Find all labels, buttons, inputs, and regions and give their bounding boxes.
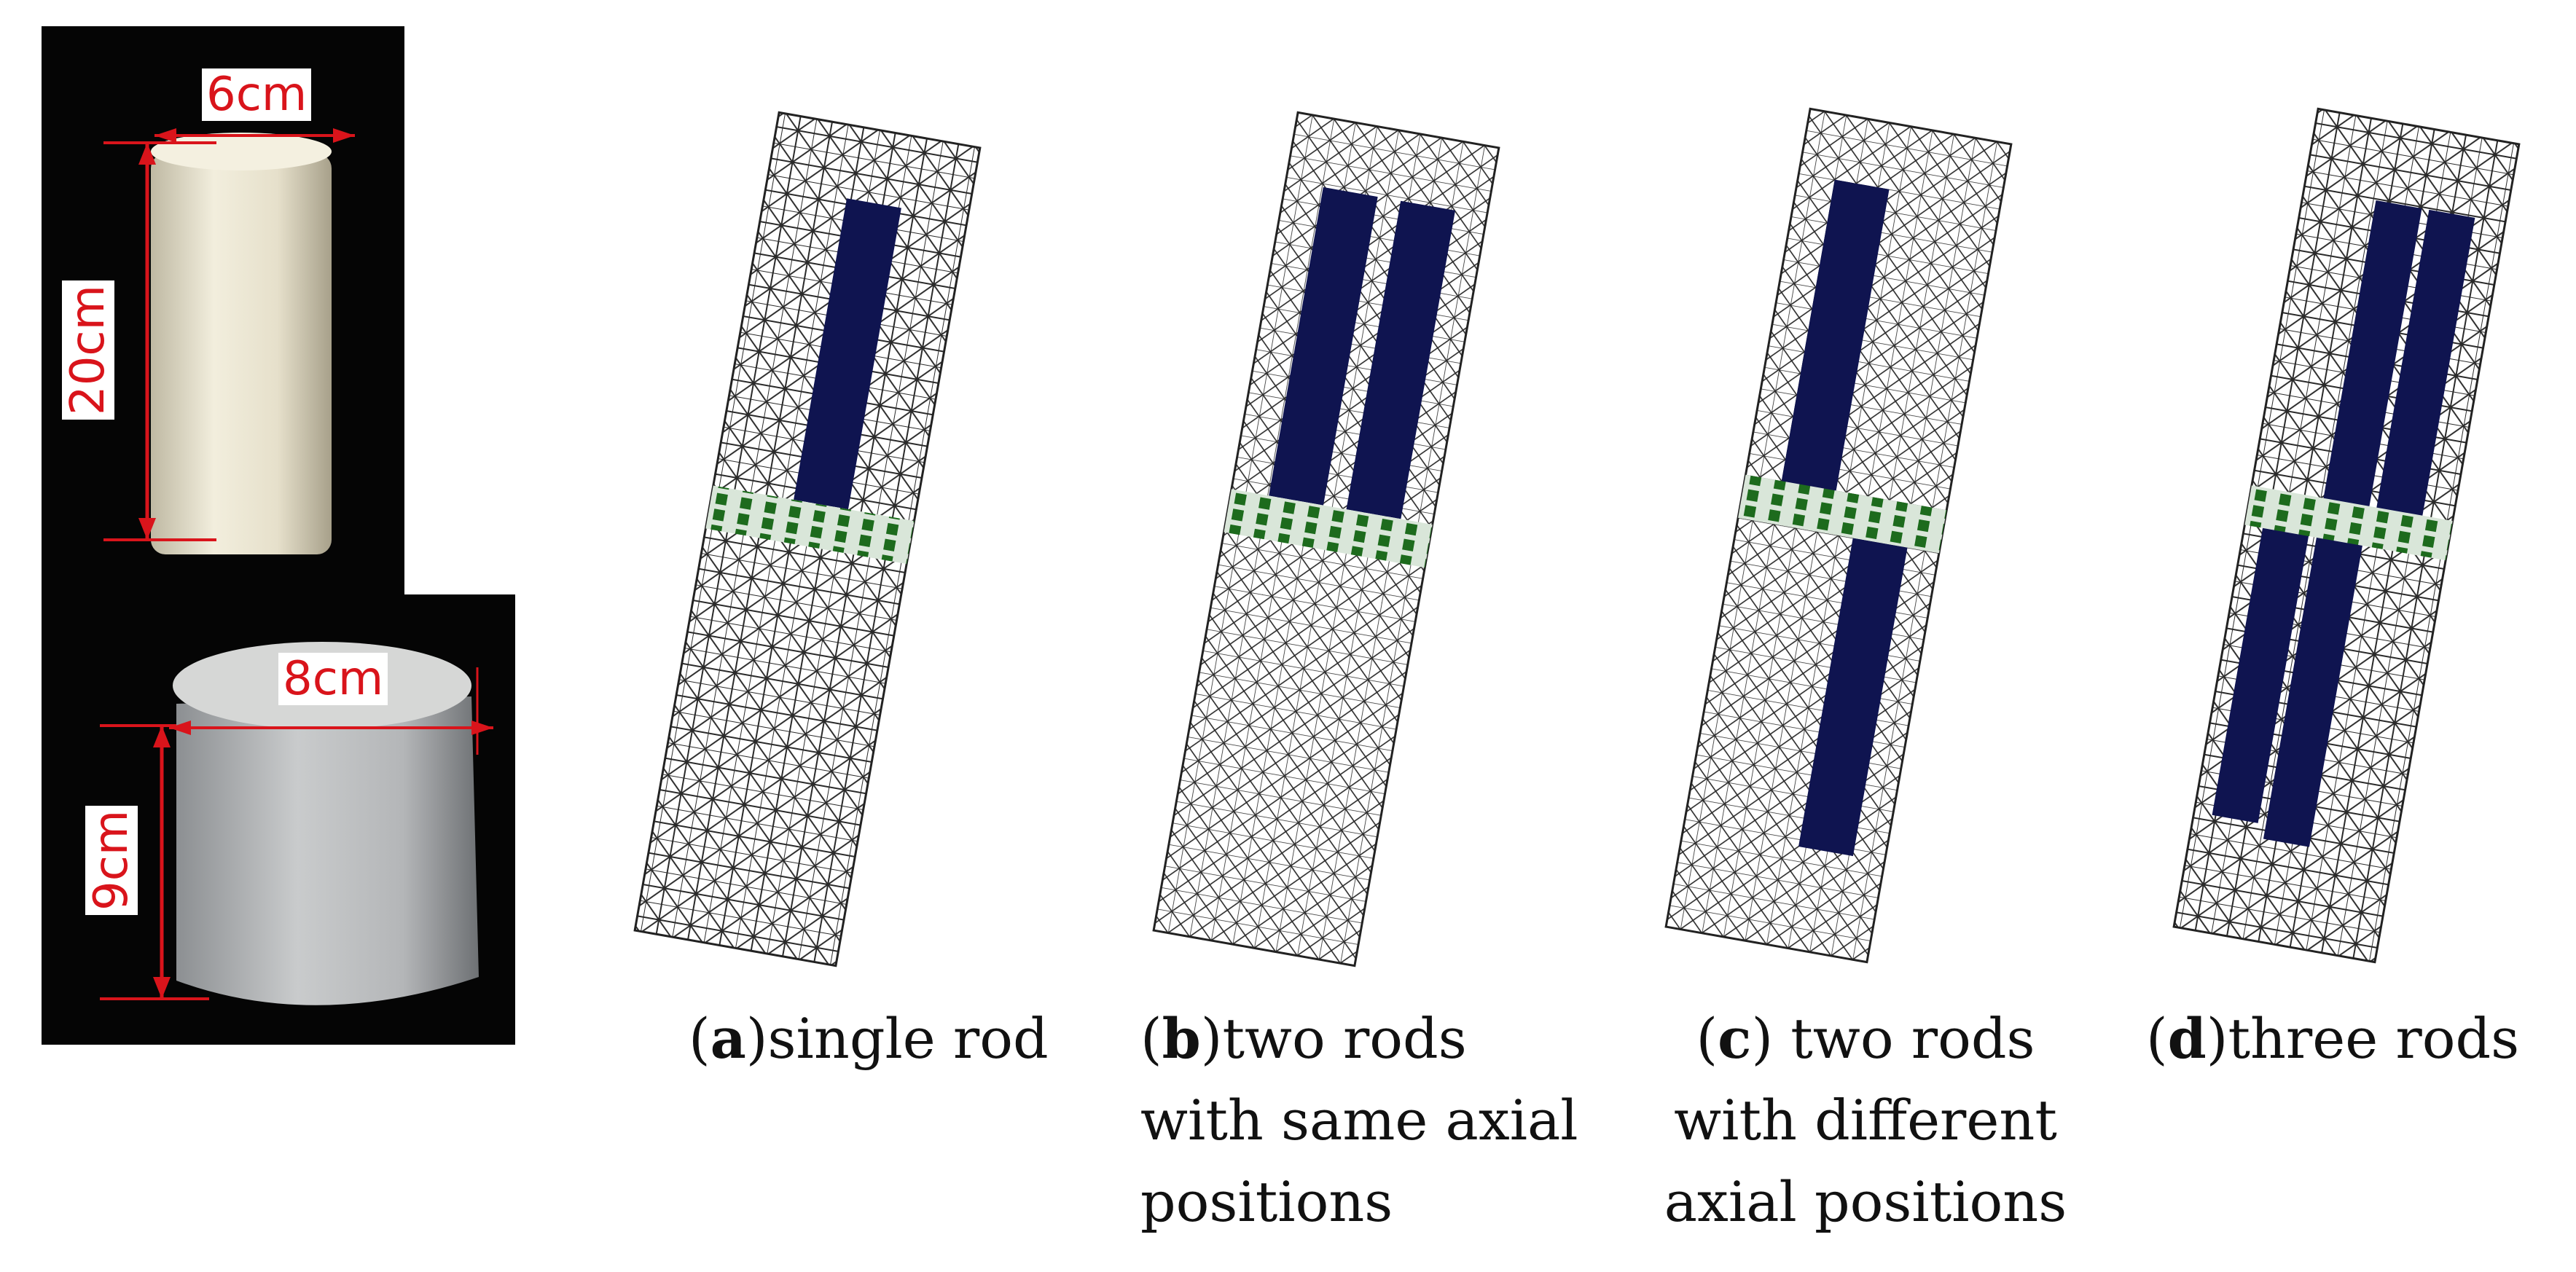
rod-a1 (794, 198, 901, 510)
rod-b1 (1269, 187, 1378, 506)
caption-d-text: )three rods (2206, 1006, 2520, 1071)
caption-b-line3: positions (1140, 1169, 1393, 1234)
cylinder-sample-photo: 8cm 9cm (42, 594, 515, 1045)
rod-sample-drawing (103, 128, 355, 554)
caption-a-text: )single rod (745, 1006, 1049, 1071)
interface-band-d (2244, 485, 2453, 561)
caption-b-text: )two rods (1200, 1006, 1467, 1071)
rod-d1 (2212, 499, 2314, 823)
interface-band-c (1738, 474, 1947, 554)
caption-d: (d)three rods (2146, 1006, 2520, 1071)
rod-c2 (1798, 538, 1908, 857)
caption-b-line2: with same axial (1140, 1088, 1578, 1153)
caption-c-line2: with different (1674, 1088, 2057, 1153)
cylinder-width-label: 8cm (278, 653, 388, 705)
model-d (2172, 107, 2521, 964)
rod-b2 (1346, 200, 1456, 519)
rod-body (151, 154, 332, 554)
caption-c-text: ) two rods (1751, 1006, 2035, 1071)
model-c (1664, 107, 2013, 964)
interface-band-a (705, 485, 915, 565)
caption-a: (a)single rod (689, 1006, 1049, 1071)
rod-d3 (2373, 209, 2475, 534)
caption-c-letter: c (1718, 1006, 1752, 1071)
caption-c-line3: axial positions (1664, 1169, 2067, 1234)
model-b (1152, 111, 1500, 967)
caption-a-letter: a (710, 1006, 746, 1071)
rod-sample-photo: 6cm 20cm (42, 26, 404, 594)
interface-band-b (1224, 489, 1433, 568)
finite-element-models (633, 107, 2521, 967)
rod-c1 (1780, 179, 1890, 498)
caption-d-letter: d (2167, 1006, 2207, 1071)
rod-width-label: 6cm (202, 68, 312, 121)
caption-b-letter: b (1162, 1006, 1201, 1071)
cylinder-body (176, 696, 479, 1005)
model-a (633, 111, 982, 967)
